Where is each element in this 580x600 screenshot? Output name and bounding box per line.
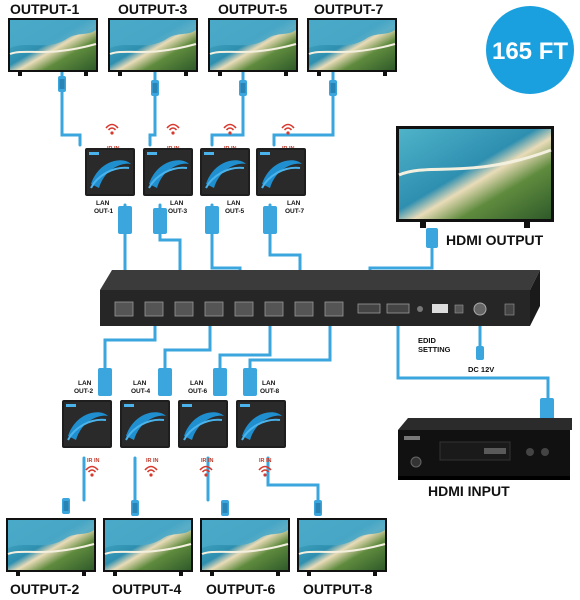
label-output-4: OUTPUT-4	[112, 581, 181, 597]
tv-output-5	[207, 17, 299, 77]
label-output-7: OUTPUT-7	[314, 1, 383, 17]
lan-label: LAN	[262, 380, 276, 387]
dc-12v-label: DC 12V	[468, 365, 494, 374]
tv-output-3	[107, 17, 199, 77]
receiver-5	[199, 147, 251, 197]
receiver-7	[255, 147, 307, 197]
tv-output-7	[306, 17, 398, 77]
cables-bottom	[82, 323, 332, 502]
label-output-6: OUTPUT-6	[206, 581, 275, 597]
receiver-3	[142, 147, 194, 197]
tv-output-8	[296, 517, 388, 577]
lan-label: LAN	[78, 380, 92, 387]
label-output-8: OUTPUT-8	[303, 581, 372, 597]
lan-out-label: OUT-6	[188, 388, 208, 395]
tv-hdmi-output	[396, 126, 554, 228]
tv-output-6	[199, 517, 291, 577]
hdmi-input-label: HDMI INPUT	[428, 483, 510, 499]
label-output-2: OUTPUT-2	[10, 581, 79, 597]
lan-out-label: OUT-8	[260, 388, 280, 395]
ir-in-label: IR IN	[87, 458, 100, 464]
receiver-6	[177, 399, 229, 449]
label-output-3: OUTPUT-3	[118, 1, 187, 17]
edid-setting-label: SETTING	[418, 345, 451, 354]
hdmi-output-label: HDMI OUTPUT	[446, 232, 544, 248]
tv-output-2	[5, 517, 97, 577]
tv-output-1	[7, 17, 99, 77]
distance-badge-text: 165 FT	[492, 38, 568, 65]
lan-out-label: OUT-5	[225, 208, 245, 215]
lan-out-label: OUT-1	[94, 208, 114, 215]
ir-icon-top	[105, 123, 295, 136]
label-output-1: OUTPUT-1	[10, 1, 79, 17]
lan-out-label: OUT-3	[168, 208, 188, 215]
matrix-switch-unit	[100, 270, 540, 326]
label-output-5: OUTPUT-5	[218, 1, 287, 17]
lan-label: LAN	[133, 380, 147, 387]
receiver-2	[61, 399, 113, 449]
lan-label: LAN	[170, 200, 184, 207]
lan-label: LAN	[96, 200, 110, 207]
tv-output-4	[102, 517, 194, 577]
lan-out-label: OUT-4	[131, 388, 151, 395]
ir-in-label: IR IN	[146, 458, 159, 464]
ir-icon-bottom	[85, 465, 272, 478]
edid-label: EDID	[418, 336, 437, 345]
receiver-1	[84, 147, 136, 197]
lan-label: LAN	[190, 380, 204, 387]
lan-label: LAN	[227, 200, 241, 207]
receiver-8	[235, 399, 287, 449]
ir-in-label: IR IN	[201, 458, 214, 464]
lan-out-label: OUT-7	[285, 208, 305, 215]
ir-in-label: IR IN	[259, 458, 272, 464]
receiver-4	[119, 399, 171, 449]
lan-label: LAN	[287, 200, 301, 207]
bluray-player	[398, 398, 572, 480]
distance-badge: 165 FT	[486, 6, 574, 94]
lan-out-label: OUT-2	[74, 388, 94, 395]
